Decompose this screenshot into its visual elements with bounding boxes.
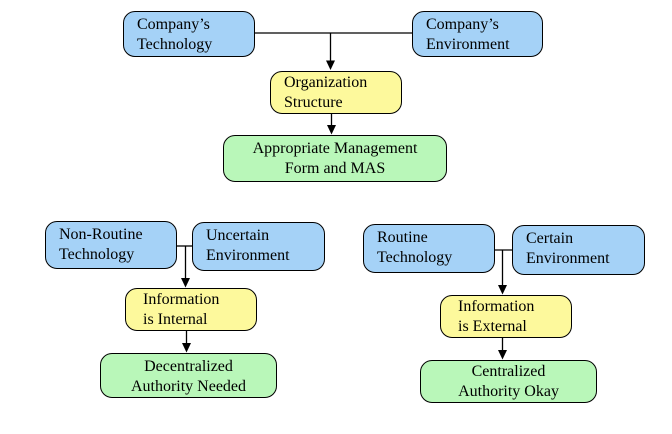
node-companys-environment: Company’s Environment [412,11,543,57]
node-label-line: Centralized [471,363,546,380]
arrowhead-to-org-structure [326,60,335,70]
node-organization-structure: Organization Structure [270,71,402,114]
node-label-line: Appropriate Management [252,140,418,157]
arrowhead-to-info-internal [181,278,190,288]
node-label-line: is Internal [143,311,208,328]
node-label-line: Technology [137,36,213,53]
node-uncertain-environment: Uncertain Environment [192,222,325,271]
node-information-is-internal: Information is Internal [125,288,257,331]
node-label-line: Company’s [137,16,210,33]
node-label-line: Environment [526,250,610,267]
node-routine-technology: Routine Technology [363,224,495,273]
node-label-line: Certain [526,230,574,247]
arrowhead-to-decentralized [182,343,191,353]
node-information-is-external: Information is External [440,295,572,338]
node-label-line: Technology [59,246,135,263]
arrowhead-to-info-external [498,285,507,295]
node-label-line: Information [458,298,535,315]
node-label-line: Non-Routine [59,226,143,243]
node-label-line: Environment [206,247,290,264]
arrowhead-to-management-form [327,125,336,135]
arrowhead-to-centralized [498,350,507,360]
node-companys-technology: Company’s Technology [123,11,255,57]
node-label-line: Uncertain [206,227,270,244]
node-label-line: is External [458,318,527,335]
node-label-line: Authority Okay [458,383,559,400]
node-certain-environment: Certain Environment [512,225,645,275]
node-label-line: Information [143,291,220,308]
node-centralized-authority-okay: Centralized Authority Okay [420,360,597,403]
node-label-line: Form and MAS [284,160,386,177]
node-label-line: Environment [426,36,510,53]
node-label-line: Technology [377,249,453,266]
node-non-routine-technology: Non-Routine Technology [45,221,177,269]
node-label-line: Authority Needed [130,378,247,395]
node-label-line: Decentralized [144,358,233,375]
node-label-line: Structure [284,94,343,111]
node-label-line: Routine [377,229,428,246]
node-label-line: Organization [284,74,368,91]
node-decentralized-authority-needed: Decentralized Authority Needed [100,353,277,398]
node-appropriate-management-form: Appropriate Management Form and MAS [223,135,447,182]
node-label-line: Company’s [426,16,499,33]
